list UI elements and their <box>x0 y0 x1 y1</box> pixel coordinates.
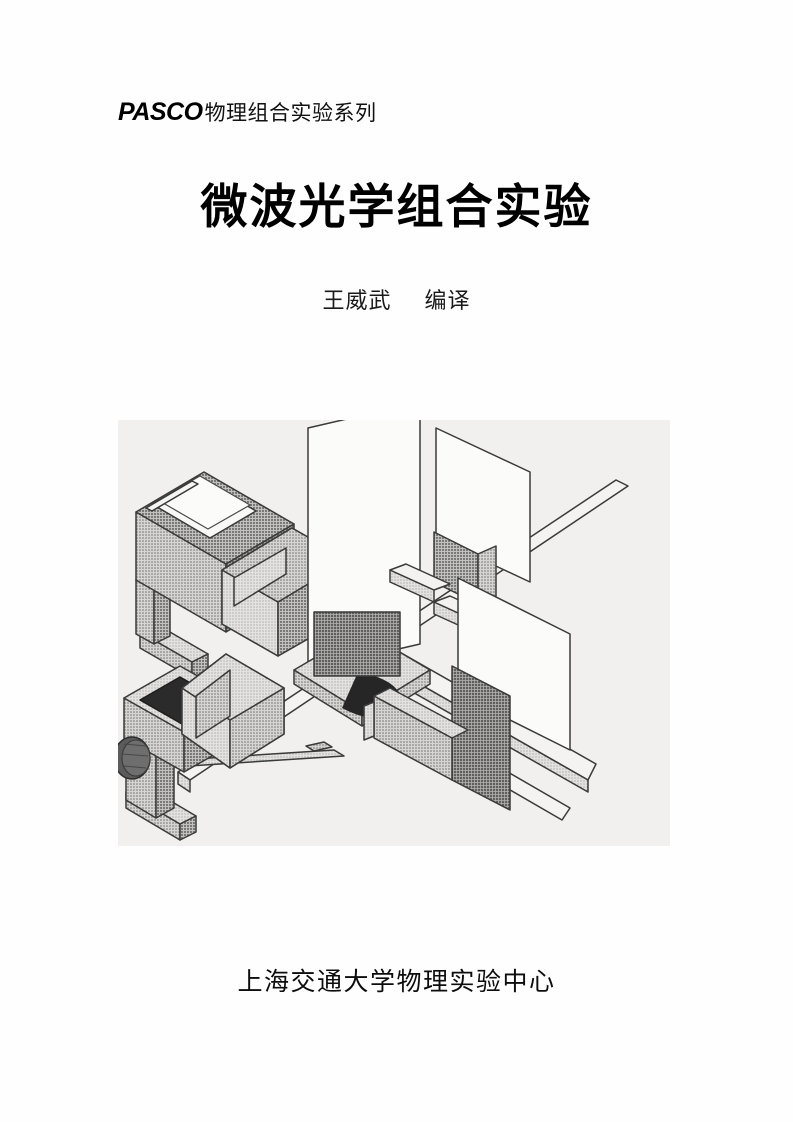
organization-footer: 上海交通大学物理实验中心 <box>237 968 556 996</box>
apparatus-diagram-svg <box>118 420 670 846</box>
receiver-unit <box>118 653 345 841</box>
reflector-lower <box>363 577 571 811</box>
pasco-brand-text: PASCO <box>118 98 203 126</box>
author-role: 编译 <box>424 288 471 313</box>
author-name: 王威武 <box>322 288 392 313</box>
series-header: PASCO 物理组合实验系列 <box>118 97 377 127</box>
center-component-plate <box>313 611 401 677</box>
apparatus-illustration <box>118 420 670 846</box>
series-subtitle-text: 物理组合实验系列 <box>204 102 377 125</box>
reflector-upper-plate <box>435 427 531 583</box>
page-title: 微波光学组合实验 <box>200 180 593 233</box>
author-line: 王威武 编译 <box>0 283 793 315</box>
goniometer-center <box>293 420 431 727</box>
